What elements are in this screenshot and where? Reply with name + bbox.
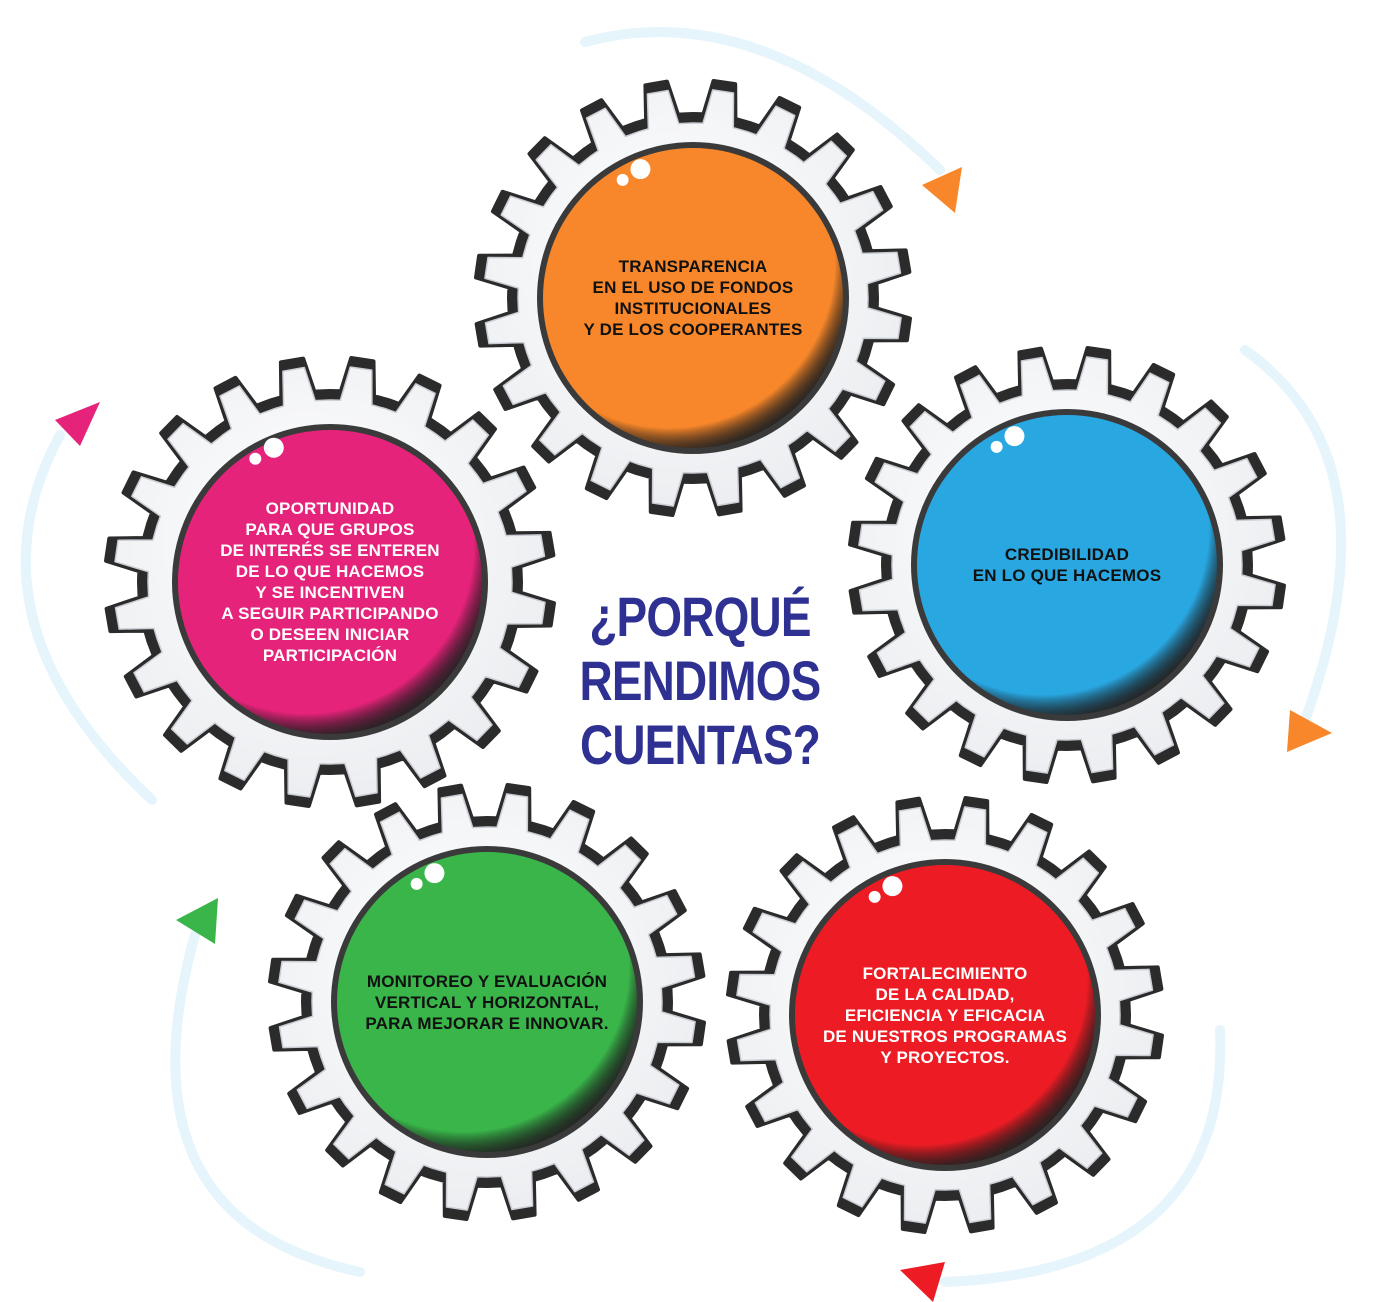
gear-graphic xyxy=(268,783,706,1221)
diagram-title: ¿PORQUÉ RENDIMOS CUENTAS? xyxy=(579,585,822,776)
gear-highlight xyxy=(410,877,423,890)
gear-disc xyxy=(543,148,843,448)
gear-graphic xyxy=(726,796,1164,1234)
gear-label-monitoreo: MONITOREO Y EVALUACIÓN VERTICAL Y HORIZO… xyxy=(365,971,609,1033)
gear-disc xyxy=(917,415,1217,715)
gear-monitoreo: MONITOREO Y EVALUACIÓN VERTICAL Y HORIZO… xyxy=(259,774,715,1230)
gear-fortalecimiento: FORTALECIMIENTO DE LA CALIDAD, EFICIENCI… xyxy=(717,787,1173,1243)
cycle-arc-bottom-right xyxy=(940,1025,1226,1287)
gear-highlight xyxy=(424,863,445,884)
gear-highlight xyxy=(630,159,651,180)
cycle-arc-bottom-left xyxy=(170,930,365,1277)
arrow-magenta-left xyxy=(55,402,100,446)
gear-disc xyxy=(178,430,482,734)
gear-graphic xyxy=(104,356,556,808)
gear-highlight xyxy=(990,440,1003,453)
gear-transparencia: TRANSPARENCIA EN EL USO DE FONDOS INSTIT… xyxy=(465,70,921,526)
arrow-red-bottom xyxy=(900,1262,945,1302)
gear-highlight xyxy=(882,876,903,897)
gear-label-credibilidad: CREDIBILIDAD EN LO QUE HACEMOS xyxy=(972,545,1162,585)
gear-highlight xyxy=(263,437,284,458)
cycle-arc-right xyxy=(1240,345,1347,725)
arrow-green-left xyxy=(176,898,218,944)
gear-highlight xyxy=(868,890,881,903)
gear-disc xyxy=(337,852,637,1152)
gear-label-fortalecimiento: FORTALECIMIENTO DE LA CALIDAD, EFICIENCI… xyxy=(822,963,1068,1067)
gear-label-transparencia: TRANSPARENCIA EN EL USO DE FONDOS INSTIT… xyxy=(583,257,803,339)
gear-graphic xyxy=(474,79,912,517)
cycle-arc-top xyxy=(580,27,945,175)
gear-oportunidad: OPORTUNIDAD PARA QUE GRUPOS DE INTERÉS S… xyxy=(95,347,565,817)
cycle-arc-left xyxy=(20,430,157,805)
arrow-orange-top xyxy=(922,167,962,213)
gear-graphic xyxy=(848,346,1286,784)
gear-highlight xyxy=(1004,426,1025,447)
gear-label-oportunidad: OPORTUNIDAD PARA QUE GRUPOS DE INTERÉS S… xyxy=(220,499,440,665)
gear-disc xyxy=(795,865,1095,1165)
gear-highlight xyxy=(616,173,629,186)
arrow-orange-right xyxy=(1287,710,1332,752)
gear-highlight xyxy=(249,452,262,465)
gear-credibilidad: CREDIBILIDAD EN LO QUE HACEMOS xyxy=(839,337,1295,793)
